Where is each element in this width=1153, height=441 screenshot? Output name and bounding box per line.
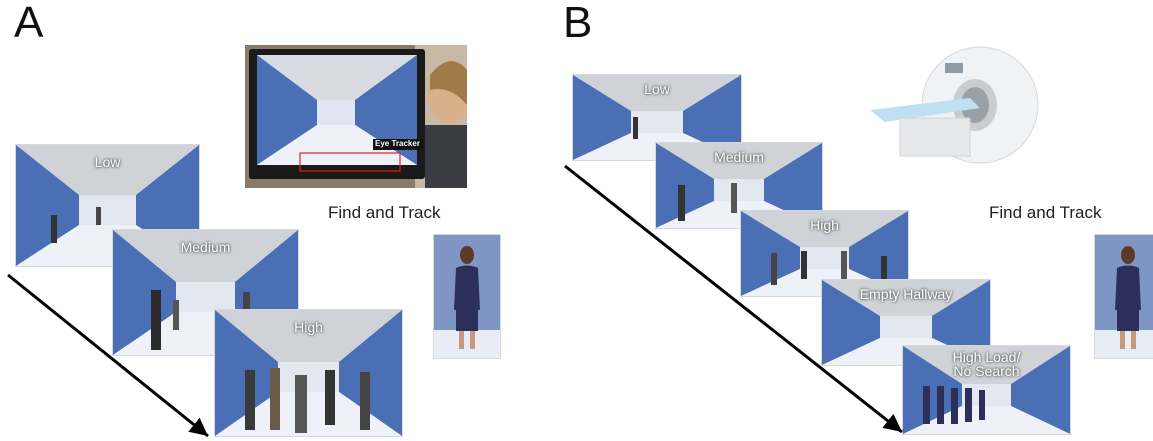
task-label-a: Find and Track [328,203,441,222]
eye-tracker-label: Eye Tracker [375,139,420,148]
condition-label: High [810,216,839,233]
condition-label: Medium [714,148,764,165]
panel-letter-b: B [563,0,593,47]
condition-label: Medium [180,239,231,255]
panel-letter-a: A [14,0,44,47]
condition-label: Low [644,80,670,97]
condition-label: High [294,319,323,336]
condition-label: High Load/ No Search [952,348,1021,380]
target-person-icon [1094,234,1153,359]
condition-label: Empty Hallway [859,285,953,302]
target-person-icon [433,234,501,359]
mri-scanner-icon [870,40,1050,165]
eye-tracker-monitor-photo: Eye Tracker [245,45,467,188]
condition-label: Low [94,153,121,170]
scene-b-high-load-no-search: High Load/ No Search [902,345,1071,435]
task-label-b: Find and Track [989,203,1102,222]
scene-a-high: High [214,309,403,437]
